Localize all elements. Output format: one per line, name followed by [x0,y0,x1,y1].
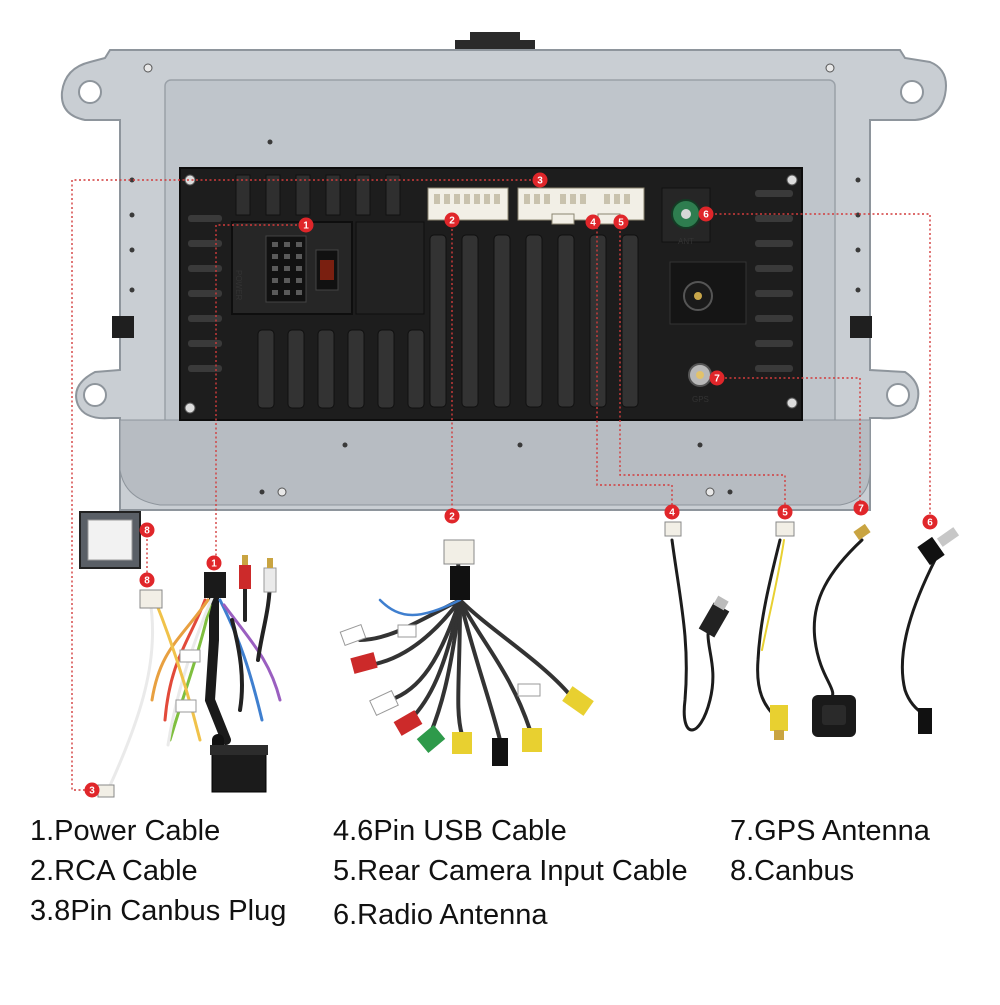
screw-icon [143,63,835,497]
number-marker-label-3: 3 [537,176,543,187]
camera-cable [756,538,785,722]
number-marker-label-7: 7 [858,504,864,515]
antenna-marking: ANT [678,237,694,246]
number-marker-3 [532,172,548,188]
number-marker-label-2: 2 [449,216,455,227]
gps-puck-icon [812,523,871,737]
antenna-socket-icon: ANT GPS [661,187,747,404]
screw-icon [184,174,798,414]
rca-plug-icon [239,555,277,593]
number-marker-5 [777,504,793,520]
gps-cable [812,538,864,702]
number-marker-4 [664,504,680,520]
number-marker-label-6: 6 [703,210,709,221]
rca-plug-icon [770,521,795,740]
legend-item-power-cable: 1.Power Cable [30,815,221,847]
usb-cable [670,538,715,732]
number-marker-label-2: 2 [449,512,455,523]
number-marker-4 [585,214,601,230]
number-marker-6 [698,206,714,222]
leader-lines [71,179,931,791]
number-marker-label-5: 5 [782,508,788,519]
number-marker-8 [139,522,155,538]
number-marker-7 [709,370,725,386]
number-marker-2 [444,508,460,524]
rca-harness [358,558,572,742]
gps-marking: GPS [692,395,709,404]
number-marker-label-4: 4 [590,218,596,229]
number-marker-label-3: 3 [89,786,95,797]
legend-item-canbus-plug: 3.8Pin Canbus Plug [30,895,287,927]
number-marker-label-6: 6 [927,518,933,529]
number-marker-2 [444,212,460,228]
legend-item-radio-antenna: 6.Radio Antenna [333,899,548,931]
connector-icon [427,187,645,225]
number-marker-label-1: 1 [211,559,217,570]
number-marker-label-4: 4 [669,508,675,519]
legend-item-camera-cable: 5.Rear Camera Input Cable [333,855,688,887]
legend-item-gps-antenna: 7.GPS Antenna [730,815,930,847]
rca-plug-icon [339,624,594,766]
connector-icon [917,527,960,734]
power-connector: POWER [231,221,425,315]
usb-plug-icon [664,521,730,638]
number-marker-label-7: 7 [714,374,720,385]
number-marker-label-8: 8 [144,576,150,587]
number-marker-label-1: 1 [303,221,309,232]
legend-item-usb-cable: 4.6Pin USB Cable [333,815,567,847]
radio-antenna-cable [900,558,937,717]
number-marker-6 [922,514,938,530]
number-marker-3 [84,782,100,798]
legend-item-rca-cable: 2.RCA Cable [30,855,198,887]
number-marker-1 [206,555,222,571]
number-markers: 1 1 2 2 3 3 4 4 5 5 6 6 7 7 8 8 [84,172,938,798]
canbus-box [79,511,141,569]
number-marker-7 [853,500,869,516]
power-marking: POWER [234,270,243,300]
connector-icon [97,572,268,798]
legend-item-canbus: 8.Canbus [730,855,855,887]
number-marker-5 [613,214,629,230]
number-marker-label-5: 5 [618,218,624,229]
connector-icon [397,539,541,697]
rear-connector-panel: POWER ANT GPS [179,167,803,421]
number-marker-8 [139,572,155,588]
number-marker-label-8: 8 [144,526,150,537]
number-marker-1 [298,217,314,233]
